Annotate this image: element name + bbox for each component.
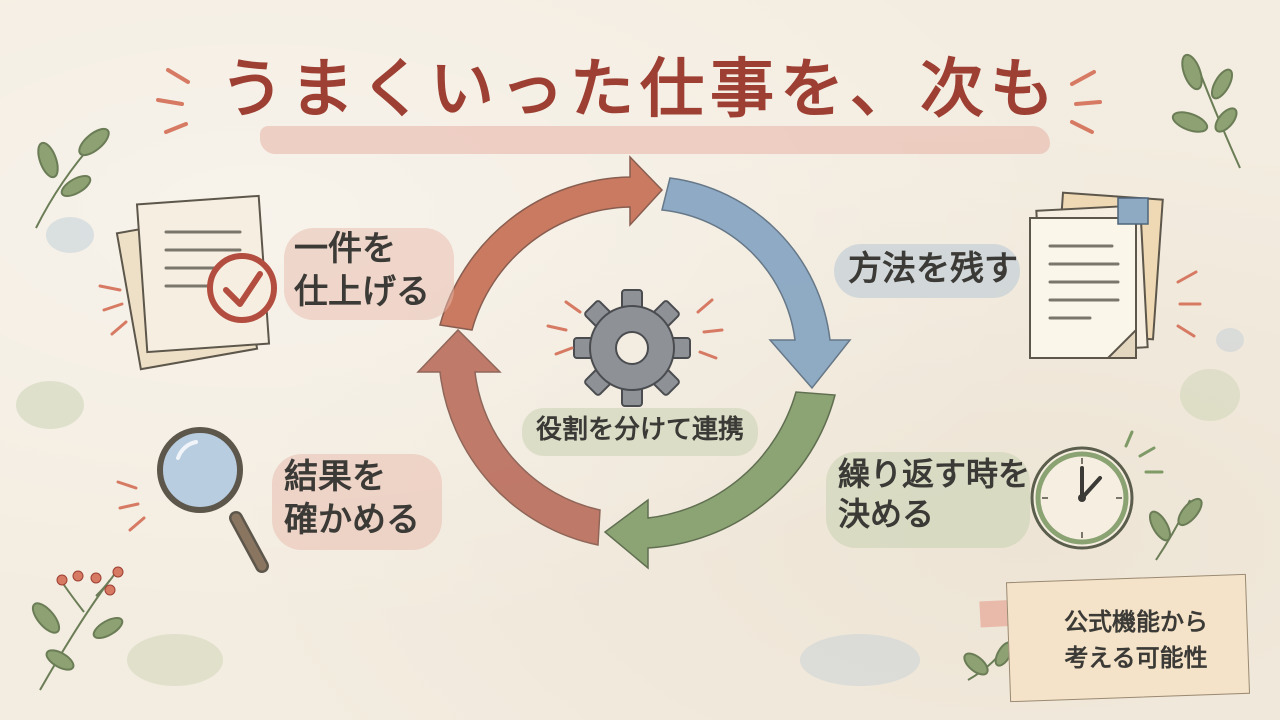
wash-blob (46, 217, 94, 253)
title-sparkle-left (156, 68, 190, 134)
step-1-label: 一件を 仕上げる (294, 228, 430, 313)
step-1-line-1: 一件を (294, 229, 396, 269)
leaf-sprig-top-left (35, 127, 110, 229)
leaf-sprig-top-right (1171, 53, 1241, 169)
step-2-wash (834, 244, 1020, 298)
title-sparkle-right (1070, 70, 1102, 134)
note-line-1: 公式機能から (1064, 608, 1208, 636)
step-2-line-1: 方法を残す (848, 249, 1018, 289)
cycle-arrow-red (439, 155, 664, 331)
magnifier-icon (116, 427, 269, 573)
step-3-label: 繰り返す時を 決める (838, 454, 1030, 534)
step-1-wash (284, 228, 454, 320)
cycle-arrow-blue (661, 177, 852, 390)
step-2-label: 方法を残す (848, 248, 1018, 291)
page-title: うまくいった仕事を、次も (220, 53, 1060, 127)
cycle-arrow-green (603, 391, 836, 570)
gear-sparkles (546, 298, 724, 360)
step-3-line-1: 繰り返す時を (838, 455, 1031, 493)
cycle-arrow-rust (416, 328, 601, 546)
center-label-wash (522, 408, 758, 456)
title-wash (260, 126, 1050, 154)
step-4-line-1: 結果を (284, 457, 386, 497)
wash-blob (127, 634, 223, 686)
step-4-label: 結果を 確かめる (284, 456, 420, 541)
gear-icon (573, 289, 691, 407)
note-text: 公式機能から 考える可能性 (1036, 604, 1236, 676)
wash-blob (800, 634, 920, 686)
step-3-wash (826, 452, 1030, 548)
step-4-line-2: 確かめる (284, 499, 420, 540)
berry-sprig-bottom-left (31, 566, 124, 691)
step-3-line-2: 決める (838, 495, 935, 533)
center-label: 役割を分けて連携 (535, 415, 744, 445)
wash-blob (1216, 328, 1244, 352)
title-block: うまくいった仕事を、次も (220, 40, 1060, 160)
step-4-wash (272, 454, 442, 550)
wash-blob (16, 381, 84, 429)
clock-icon (1030, 430, 1164, 550)
wash-blob (1180, 369, 1240, 421)
note-line-2: 考える可能性 (1064, 644, 1208, 672)
step-1-line-2: 仕上げる (294, 271, 430, 312)
notes-stack-icon (1029, 191, 1202, 359)
document-check-icon (98, 194, 277, 371)
